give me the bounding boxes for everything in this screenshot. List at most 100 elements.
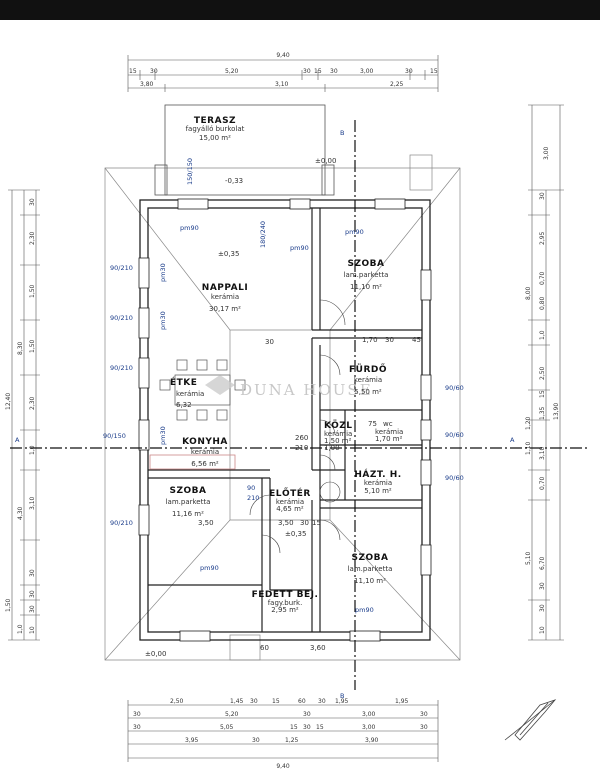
svg-text:4,65 m²: 4,65 m² — [276, 505, 304, 513]
svg-text:1,50 m²: 1,50 m² — [324, 437, 352, 445]
svg-text:ELŐTÉR: ELŐTÉR — [269, 487, 311, 499]
svg-text:30: 30 — [300, 519, 309, 527]
svg-text:5,05: 5,05 — [220, 724, 234, 731]
kitchen-counter — [149, 454, 236, 470]
svg-text:3,90: 3,90 — [365, 737, 379, 744]
svg-text:90/60: 90/60 — [445, 384, 464, 392]
svg-text:15: 15 — [314, 68, 322, 75]
svg-text:fagyálló burkolat: fagyálló burkolat — [186, 125, 245, 133]
svg-text:30: 30 — [385, 336, 394, 344]
svg-text:KÖZL: KÖZL — [324, 420, 352, 431]
svg-text:pm30: pm30 — [159, 426, 167, 445]
svg-text:1,25: 1,25 — [285, 737, 299, 744]
top-row2-dims: 15 30 5,20 30 15 30 3,00 30 15 — [129, 68, 438, 75]
right-dim-labels-a: 3,00 30 2,95 0,70 0,80 1,0 2,50 15 1,35 … — [539, 146, 550, 634]
inner-dimension-labels: 30 1,70 45 75 1,00 260 210 90 210 3,50 3… — [198, 336, 421, 652]
svg-text:90: 90 — [247, 484, 255, 492]
svg-text:30: 30 — [539, 604, 546, 612]
svg-text:60: 60 — [260, 644, 269, 652]
svg-text:15: 15 — [316, 724, 324, 731]
svg-text:6,56 m²: 6,56 m² — [191, 460, 219, 468]
svg-text:30: 30 — [252, 737, 260, 744]
svg-text:15,00 m²: 15,00 m² — [199, 134, 231, 142]
svg-text:2,25: 2,25 — [390, 81, 404, 88]
svg-text:90/210: 90/210 — [110, 264, 133, 272]
svg-text:90/210: 90/210 — [110, 519, 133, 527]
svg-text:±0,35: ±0,35 — [285, 530, 306, 538]
svg-text:8,00: 8,00 — [525, 286, 532, 300]
svg-text:13,90: 13,90 — [553, 403, 560, 420]
svg-text:1,50: 1,50 — [5, 598, 12, 612]
svg-text:lam.parketta: lam.parketta — [344, 271, 389, 279]
right-dimensions — [528, 104, 564, 641]
svg-text:3,10: 3,10 — [539, 446, 546, 460]
section-a-right: A — [510, 436, 515, 444]
svg-text:1,0: 1,0 — [17, 624, 24, 634]
bottom-row4-dims: 3,95 30 1,25 3,90 — [185, 737, 379, 744]
room-fedett-bejaro: FEDETT BEJ. fagy.burk. 2,95 m² — [252, 590, 318, 614]
room-konyha: KONYHA kerámia 6,56 m² — [182, 437, 227, 468]
svg-text:SZOBA: SZOBA — [352, 553, 389, 563]
svg-text:1,00: 1,00 — [324, 444, 340, 452]
svg-text:60: 60 — [298, 698, 306, 705]
svg-text:11,10 m²: 11,10 m² — [354, 577, 386, 585]
svg-text:5,20: 5,20 — [225, 711, 239, 718]
svg-text:TERASZ: TERASZ — [194, 116, 236, 126]
room-haztart: HÁZT. H. kerámia 5,10 m² — [354, 468, 401, 495]
svg-text:4,30: 4,30 — [17, 506, 24, 520]
section-b-top: B — [340, 129, 344, 137]
svg-text:0,80: 0,80 — [539, 296, 546, 310]
section-a-left: A — [15, 436, 20, 444]
room-furdo: FÜRDŐ kerámia 5,50 m² — [349, 364, 387, 396]
doors — [249, 299, 346, 554]
svg-text:45: 45 — [412, 336, 421, 344]
svg-text:90/150: 90/150 — [103, 432, 126, 440]
svg-text:75: 75 — [368, 420, 377, 428]
svg-text:90/210: 90/210 — [110, 314, 133, 322]
svg-text:pm30: pm30 — [159, 311, 167, 330]
north-arrow — [504, 699, 557, 741]
terrace — [154, 104, 335, 196]
svg-text:kerámia: kerámia — [324, 430, 352, 438]
room-szoba-2: SZOBA lam.parketta 11,16 m² — [166, 486, 211, 518]
room-etkezo: ÉTKE kerámia 6,32 — [170, 376, 204, 409]
room-szoba-1: SZOBA lam.parketta 11,10 m² — [344, 259, 389, 291]
top-total-dim: 9,40 — [276, 52, 290, 59]
svg-text:30: 30 — [29, 198, 36, 206]
svg-text:±0,00: ±0,00 — [315, 157, 336, 165]
svg-text:lam.parketta: lam.parketta — [166, 498, 211, 506]
room-wc: wc kerámia 1,70 m² — [375, 420, 403, 443]
left-dimensions — [8, 189, 40, 641]
svg-text:1,10: 1,10 — [525, 441, 532, 455]
svg-text:30: 30 — [330, 68, 338, 75]
left-dim-labels-b: 12,40 8,30 4,30 1,50 1,0 — [5, 341, 24, 634]
svg-text:15: 15 — [312, 519, 321, 527]
svg-text:15: 15 — [129, 68, 137, 75]
misc-labels: pm90 pm90 pm90 pm90 pm90 pm30 pm30 pm30 … — [145, 157, 374, 658]
svg-text:3,95: 3,95 — [185, 737, 199, 744]
svg-text:±0,35: ±0,35 — [218, 250, 239, 258]
room-terasz: TERASZ fagyálló burkolat 15,00 m² — [186, 116, 245, 142]
svg-text:lam.parketta: lam.parketta — [348, 565, 393, 573]
svg-text:1,45: 1,45 — [230, 698, 244, 705]
svg-text:150/150: 150/150 — [186, 158, 194, 185]
svg-text:90/60: 90/60 — [445, 431, 464, 439]
svg-text:pm90: pm90 — [290, 244, 309, 252]
svg-text:180/240: 180/240 — [259, 221, 267, 248]
svg-text:kerámia: kerámia — [276, 498, 304, 506]
svg-text:wc: wc — [383, 420, 393, 428]
svg-text:kerámia: kerámia — [211, 293, 239, 301]
svg-text:1,35: 1,35 — [539, 406, 546, 420]
svg-text:3,10: 3,10 — [275, 81, 289, 88]
room-nappali: NAPPALI kerámia 30,17 m² — [202, 283, 248, 313]
svg-text:15: 15 — [272, 698, 280, 705]
svg-text:30: 30 — [420, 711, 428, 718]
svg-text:pm90: pm90 — [345, 228, 364, 236]
svg-text:kerámia: kerámia — [191, 448, 219, 456]
svg-text:2,95 m²: 2,95 m² — [271, 606, 299, 614]
room-kozl: KÖZL kerámia 1,50 m² — [324, 420, 352, 445]
svg-text:3,00: 3,00 — [362, 724, 376, 731]
svg-text:12,40: 12,40 — [5, 393, 12, 410]
svg-text:3,00: 3,00 — [362, 711, 376, 718]
bottom-row3-dims: 30 5,05 15 30 15 3,00 30 — [133, 724, 428, 731]
